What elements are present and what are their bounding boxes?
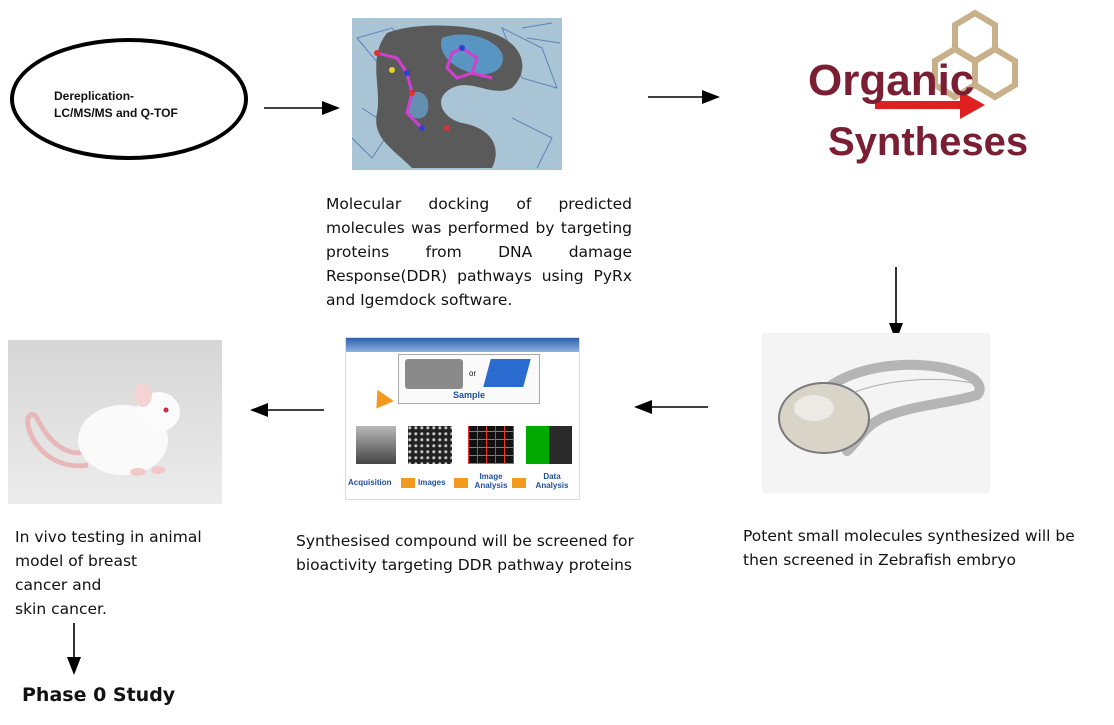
step-images: Images bbox=[418, 478, 446, 487]
rat-image bbox=[8, 340, 222, 504]
microscopy-image-icon bbox=[408, 426, 452, 464]
slide-icon bbox=[483, 359, 531, 387]
organic-syntheses-logo: Organic Syntheses bbox=[800, 5, 1040, 170]
arrow-to-screening bbox=[634, 400, 708, 414]
dereplication-label: Dereplication- LC/MS/MS and Q-TOF bbox=[54, 89, 178, 120]
arrow-to-zebrafish bbox=[889, 267, 903, 341]
arrow-to-docking bbox=[264, 101, 340, 115]
phase-0-label: Phase 0 Study bbox=[22, 684, 176, 706]
organic-logo-word: Organic bbox=[808, 56, 974, 105]
step-arrow-icon bbox=[401, 478, 415, 488]
step-image-analysis: Image Analysis bbox=[474, 472, 508, 490]
step-acquisition: Acquisition bbox=[348, 478, 392, 487]
microplate-icon bbox=[405, 359, 463, 389]
syntheses-logo-word: Syntheses bbox=[828, 120, 1028, 164]
docking-caption: Molecular docking of predicted molecules… bbox=[326, 195, 632, 309]
arrow-to-phase-0 bbox=[67, 623, 81, 675]
screening-header-bar bbox=[346, 338, 579, 352]
step-data-analysis: Data Analysis bbox=[535, 472, 569, 490]
docking-image bbox=[352, 18, 562, 170]
step-arrow-icon bbox=[454, 478, 468, 488]
data-plot-icon bbox=[526, 426, 572, 464]
zebrafish-embryo-image bbox=[762, 333, 990, 493]
instrument-icon bbox=[356, 426, 396, 464]
analysis-grid-icon bbox=[468, 426, 514, 464]
screening-caption: Synthesised compound will be screened fo… bbox=[296, 532, 634, 574]
sample-box: or Sample bbox=[398, 354, 540, 404]
dereplication-node: Dereplication- LC/MS/MS and Q-TOF bbox=[10, 38, 248, 160]
in-vivo-caption: In vivo testing in animal model of breas… bbox=[15, 528, 202, 618]
zebrafish-caption: Potent small molecules synthesized will … bbox=[743, 527, 1075, 569]
step-arrow-icon bbox=[512, 478, 526, 488]
orange-arrow-icon bbox=[368, 389, 394, 415]
arrow-to-in-vivo bbox=[250, 403, 324, 417]
arrow-to-organic-synthesis bbox=[648, 90, 720, 104]
sample-label: Sample bbox=[452, 390, 485, 400]
or-label: or bbox=[469, 369, 477, 378]
screening-workflow-image: or Sample Acquisition Images Image Analy… bbox=[345, 337, 580, 500]
